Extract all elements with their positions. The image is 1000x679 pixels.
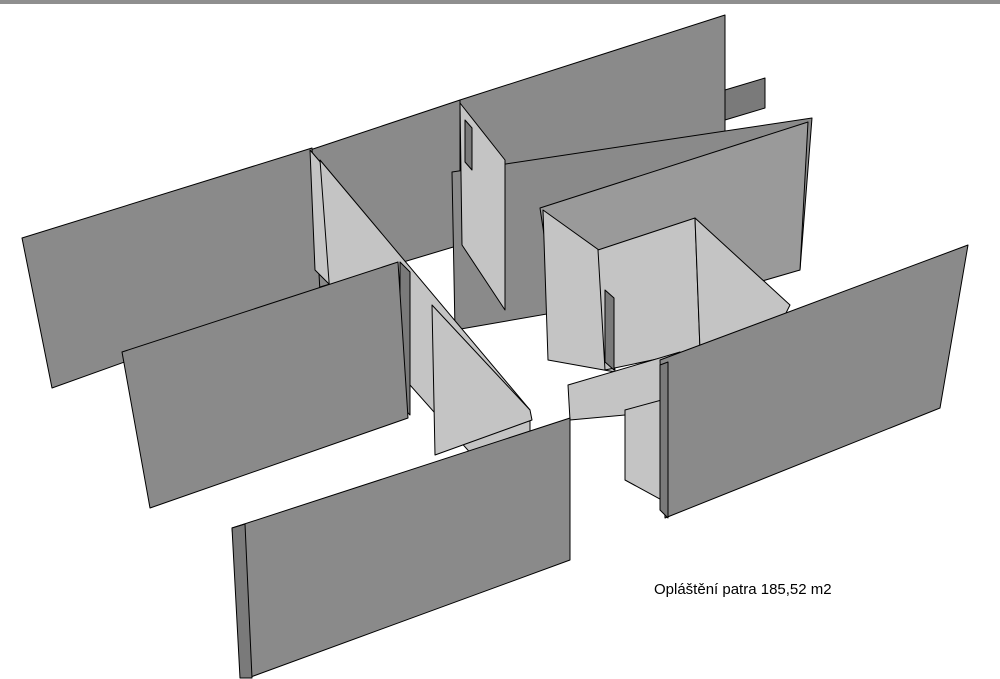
cladding-area-label: Opláštění patra 185,52 m2 [654, 581, 832, 598]
wall-panel [724, 77, 766, 121]
top-border [0, 0, 1000, 4]
wall-panel [659, 361, 669, 519]
wall-panel [431, 304, 533, 456]
wall-panel [231, 523, 253, 679]
wall-panel [121, 261, 409, 509]
wall-panel [604, 289, 615, 371]
wall-panel [464, 119, 473, 171]
